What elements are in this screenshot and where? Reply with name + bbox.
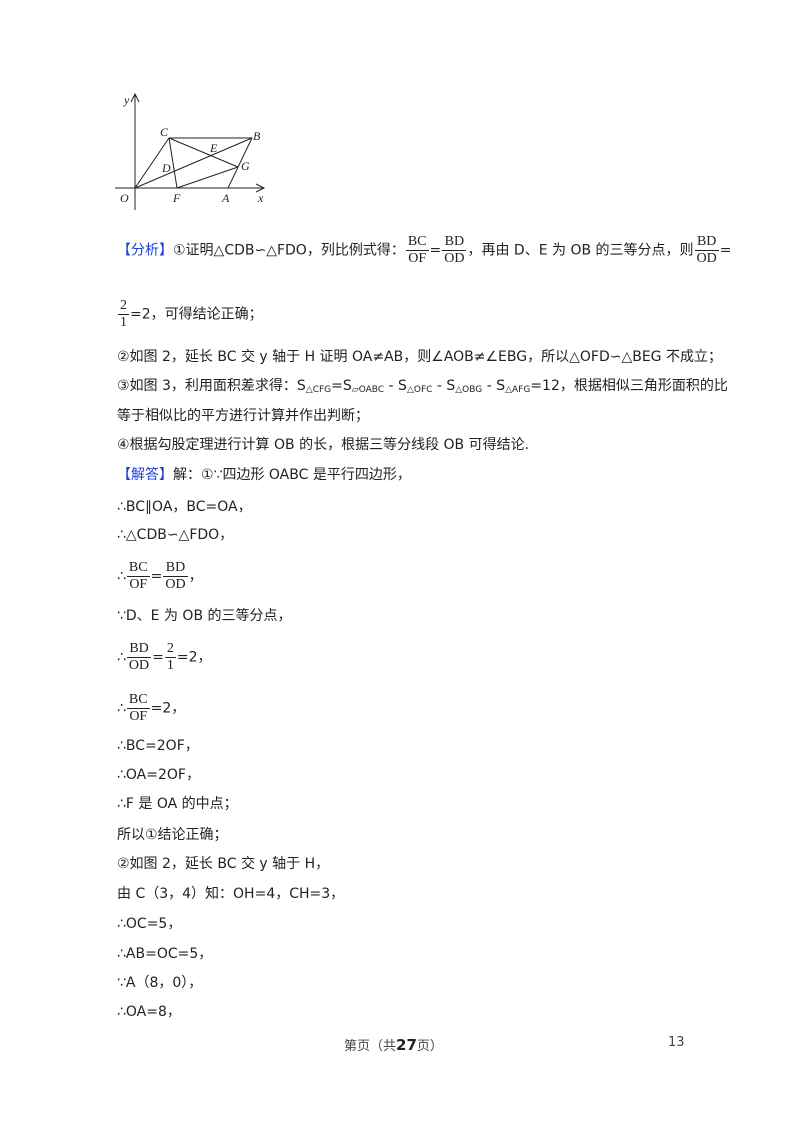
- solution-tag: 【解答】: [117, 467, 173, 483]
- solution-line-5: ∵D、E 为 OB 的三等分点，: [117, 608, 292, 624]
- solution-line-3: ∴△CDB∽△FDO，: [117, 527, 234, 543]
- label-C: C: [160, 125, 169, 139]
- solution-line-8: ∴BC=2OF，: [117, 738, 199, 754]
- solution-line-15: ∴AB=OC=5，: [117, 946, 213, 962]
- label-F: F: [172, 191, 181, 205]
- solution-line-2: ∴BC∥OA，BC=OA，: [117, 499, 252, 515]
- label-A: A: [221, 191, 230, 205]
- solution-line-16: ∵A（8，0），: [117, 975, 203, 991]
- label-G: G: [241, 159, 250, 173]
- label-B: B: [253, 129, 261, 143]
- analysis-line-5: 等于相似比的平方进行计算并作出判断；: [117, 408, 369, 424]
- analysis-line-3: ②如图 2，延长 BC 交 y 轴于 H 证明 OA≠AB，则∠AOB≠∠EBG…: [117, 349, 722, 365]
- solution-line-12: ②如图 2，延长 BC 交 y 轴于 H，: [117, 856, 330, 872]
- solution-line-13: 由 C（3，4）知：OH=4，CH=3，: [117, 886, 345, 902]
- total-pages: 27: [396, 1036, 417, 1054]
- solution-line-10: ∴F 是 OA 的中点；: [117, 796, 238, 812]
- page-number: 13: [668, 1035, 685, 1050]
- solution-line-9: ∴OA=2OF，: [117, 767, 200, 783]
- solution-line-17: ∴OA=8，: [117, 1004, 181, 1020]
- analysis-line-6: ④根据勾股定理进行计算 OB 的长，根据三等分线段 OB 可得结论.: [117, 437, 530, 453]
- solution-line-1: 【解答】解：①∵四边形 OABC 是平行四边形，: [117, 467, 411, 483]
- parallelogram-figure: y x O C B E D G F A: [115, 92, 266, 210]
- analysis-line-4: ③如图 3，利用面积差求得：S△CFG=S▱OABC - S△OFC - S△O…: [117, 378, 728, 395]
- page-footer: 第页（共27页）: [344, 1036, 443, 1054]
- label-E: E: [209, 141, 218, 155]
- label-x: x: [257, 191, 264, 205]
- solution-line-14: ∴OC=5，: [117, 916, 182, 932]
- solution-line-11: 所以①结论正确；: [117, 827, 228, 843]
- analysis-tag: 【分析】: [117, 242, 173, 259]
- label-D: D: [161, 161, 171, 175]
- label-O: O: [120, 191, 129, 205]
- label-y: y: [123, 93, 130, 107]
